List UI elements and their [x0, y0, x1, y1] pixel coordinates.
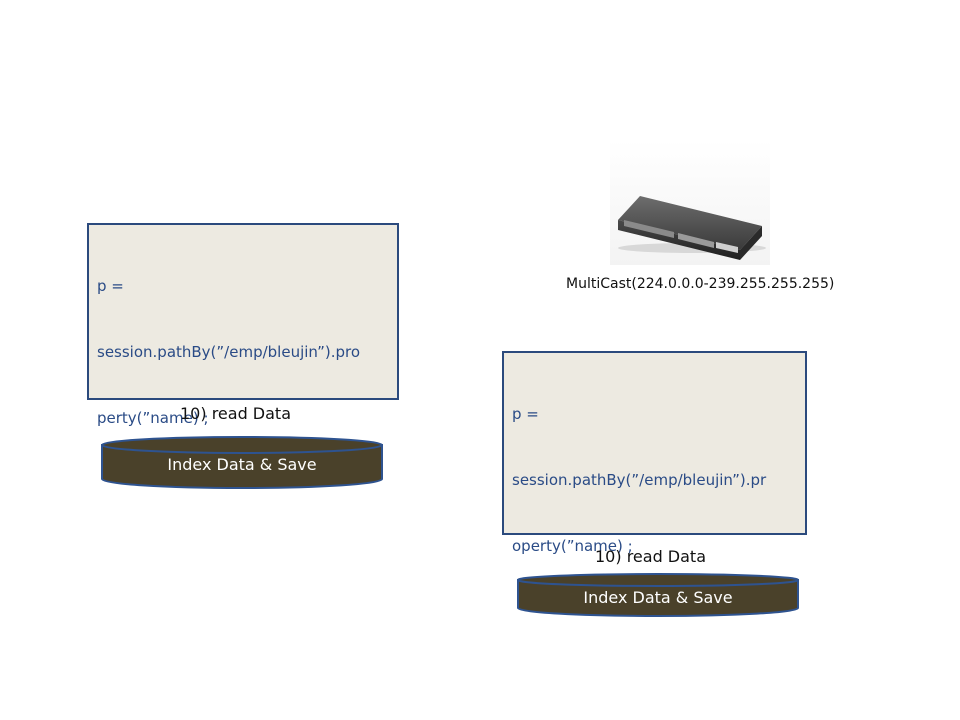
left-code-line-2: session.pathBy(”/emp/bleujin”).pro — [97, 343, 361, 361]
right-code-line-2: session.pathBy(”/emp/bleujin”).pr — [512, 471, 767, 489]
right-code-box: p = session.pathBy(”/emp/bleujin”).pr op… — [502, 351, 807, 555]
left-code-line-1: p = — [97, 277, 124, 295]
left-database-icon — [101, 436, 383, 489]
right-code-line-3: operty(”name) ; — [512, 537, 633, 555]
left-database: Index Data & Save — [100, 435, 384, 491]
right-database-label: Index Data & Save — [583, 588, 733, 607]
left-caption: 10) read Data — [180, 404, 292, 423]
left-code-box: p = session.pathBy(”/emp/bleujin”).pro p… — [87, 223, 399, 427]
right-caption: 10) read Data — [595, 547, 707, 566]
multicast-label: MultiCast(224.0.0.0-239.255.255.255) — [566, 276, 835, 292]
right-code-line-1: p = — [512, 405, 539, 423]
right-database: Index Data & Save — [516, 572, 800, 628]
switch-image — [610, 113, 770, 265]
network-switch-icon — [618, 113, 766, 260]
left-database-label: Index Data & Save — [167, 455, 317, 474]
left-code-line-3: perty(”name) ; — [97, 409, 209, 427]
right-database-icon — [517, 573, 799, 617]
